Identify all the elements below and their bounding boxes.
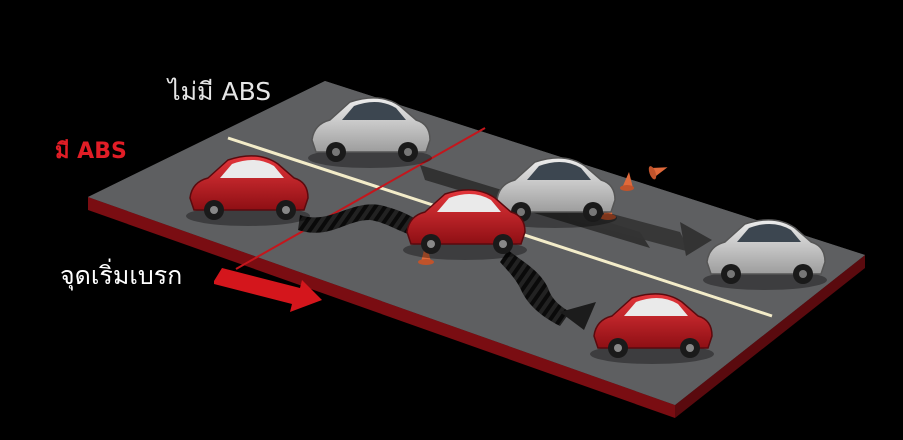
- gray-car-icon: [493, 157, 617, 228]
- traffic-cone-icon: [648, 166, 668, 180]
- no-abs-label: ไม่มี ABS: [168, 77, 272, 106]
- direction-arrow-icon: [214, 268, 322, 312]
- traffic-cone-icon: [620, 172, 634, 191]
- abs-skid-path: [298, 204, 596, 330]
- with-abs-label: มี ABS: [55, 139, 127, 164]
- gray-car-icon: [703, 219, 827, 290]
- direction-arrow-icon: [680, 222, 712, 256]
- red-car-icon: [186, 155, 310, 226]
- gray-car-icon: [308, 97, 432, 168]
- direction-arrow-icon: [560, 302, 596, 330]
- red-car-icon: [403, 189, 527, 260]
- brake-start-label: จุดเริ่มเบรก: [60, 261, 183, 290]
- red-car-icon: [590, 293, 714, 364]
- brake-start-line: [235, 127, 486, 270]
